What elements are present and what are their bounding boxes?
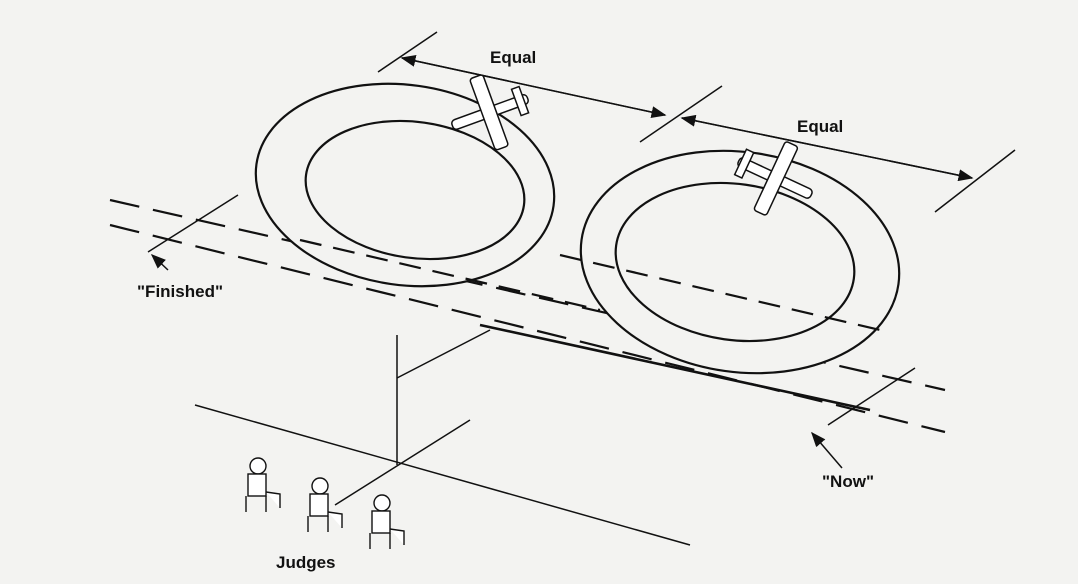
left-loop-inner <box>304 119 526 261</box>
judge-figure-icon <box>369 494 405 549</box>
airplane-icon <box>451 74 530 151</box>
now-label: "Now" <box>822 472 875 491</box>
judge-figure-icon <box>245 457 281 512</box>
runway-line-lower <box>109 223 946 434</box>
runway-solid-segment <box>479 323 871 412</box>
equal-label-left: Equal <box>490 48 537 67</box>
judges-label: Judges <box>276 553 336 572</box>
right-loop-inner <box>614 181 856 343</box>
finished-label: "Finished" <box>137 282 224 301</box>
left-loop-outer <box>254 82 556 288</box>
equal-label-right: Equal <box>797 117 844 136</box>
airplane-icon <box>733 141 813 216</box>
judge-figure-icon <box>307 477 343 532</box>
